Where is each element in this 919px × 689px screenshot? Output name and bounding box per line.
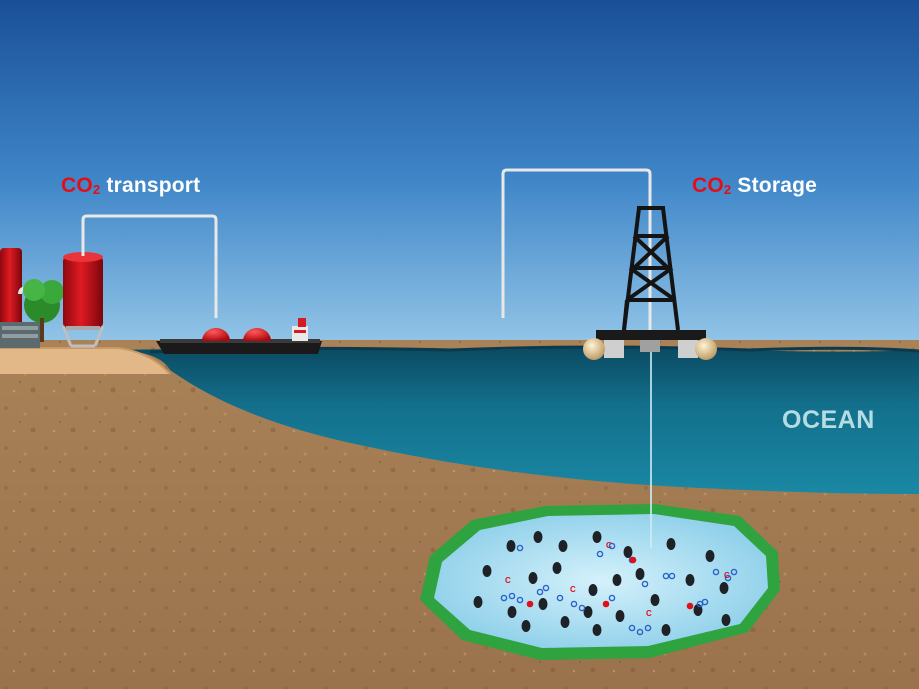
rock-particle bbox=[661, 624, 671, 636]
rock-particle bbox=[560, 616, 570, 628]
rock-particle bbox=[666, 538, 676, 550]
oxygen-atom bbox=[570, 600, 578, 608]
co2-molecules: C C C C C bbox=[473, 531, 738, 636]
carbon-letter: C bbox=[724, 571, 730, 580]
rock-particle bbox=[650, 594, 660, 606]
oxygen-atom bbox=[641, 580, 649, 588]
oxygen-atom bbox=[636, 628, 644, 636]
oxygen-atom bbox=[608, 594, 616, 602]
rock-particle bbox=[615, 610, 625, 622]
oxygen-atom bbox=[628, 624, 636, 632]
co2-storage-label: CO2 Storage bbox=[692, 174, 817, 197]
ocean-label: OCEAN bbox=[782, 406, 875, 434]
carbon-atom bbox=[526, 600, 534, 608]
oxygen-atom bbox=[608, 542, 616, 550]
rock-particle bbox=[533, 531, 543, 543]
rock-particle bbox=[588, 584, 598, 596]
rock-particle bbox=[583, 606, 593, 618]
oxygen-atom bbox=[644, 624, 652, 632]
oxygen-atom bbox=[508, 592, 516, 600]
oxygen-atom bbox=[542, 584, 550, 592]
rock-particle bbox=[685, 574, 695, 586]
storage-pipe bbox=[501, 168, 652, 330]
transport-ship bbox=[156, 318, 322, 354]
sky bbox=[0, 0, 919, 360]
rock-particle bbox=[528, 572, 538, 584]
oxygen-atom bbox=[701, 598, 709, 606]
rock-particle bbox=[507, 606, 517, 618]
carbon-letter: C bbox=[646, 609, 652, 618]
injection-platform bbox=[622, 206, 680, 331]
rock-particle bbox=[552, 562, 562, 574]
carbon-atom bbox=[629, 556, 637, 564]
shore bbox=[0, 348, 170, 374]
rock-particle bbox=[623, 546, 633, 558]
rock-particle bbox=[538, 598, 548, 610]
oxygen-atom bbox=[724, 574, 732, 582]
rock-particle bbox=[719, 582, 729, 594]
oxygen-atom bbox=[668, 572, 676, 580]
rock-particle bbox=[473, 596, 483, 608]
carbon-letter: C bbox=[570, 585, 576, 594]
rock-particle bbox=[592, 624, 602, 636]
rock-particle bbox=[721, 614, 731, 626]
rock-particle bbox=[506, 540, 516, 552]
oxygen-atom bbox=[516, 544, 524, 552]
carbon-letter: C bbox=[606, 541, 612, 550]
carbon-atom bbox=[686, 602, 694, 610]
ocean bbox=[118, 347, 919, 494]
industrial-plant bbox=[0, 214, 218, 348]
rock-particle bbox=[482, 565, 492, 577]
oxygen-atom bbox=[500, 594, 508, 602]
rock-particle bbox=[705, 550, 715, 562]
co2-transport-label: CO2 transport bbox=[61, 174, 201, 197]
oxygen-atom bbox=[536, 588, 544, 596]
carbon-letter: C bbox=[505, 576, 511, 585]
rock-particle bbox=[521, 620, 531, 632]
rock-particle bbox=[558, 540, 568, 552]
rock-particle bbox=[592, 531, 602, 543]
oxygen-atom bbox=[578, 604, 586, 612]
carbon-atom bbox=[602, 600, 610, 608]
oxygen-atom bbox=[556, 594, 564, 602]
oxygen-atom bbox=[516, 596, 524, 604]
oxygen-atom bbox=[596, 550, 604, 558]
oxygen-atom bbox=[730, 568, 738, 576]
rock-particle bbox=[612, 574, 622, 586]
rock-particle bbox=[635, 568, 645, 580]
storage-reservoir bbox=[420, 504, 780, 660]
platform-deck bbox=[583, 330, 717, 360]
oxygen-atom bbox=[712, 568, 720, 576]
oxygen-atom bbox=[662, 572, 670, 580]
